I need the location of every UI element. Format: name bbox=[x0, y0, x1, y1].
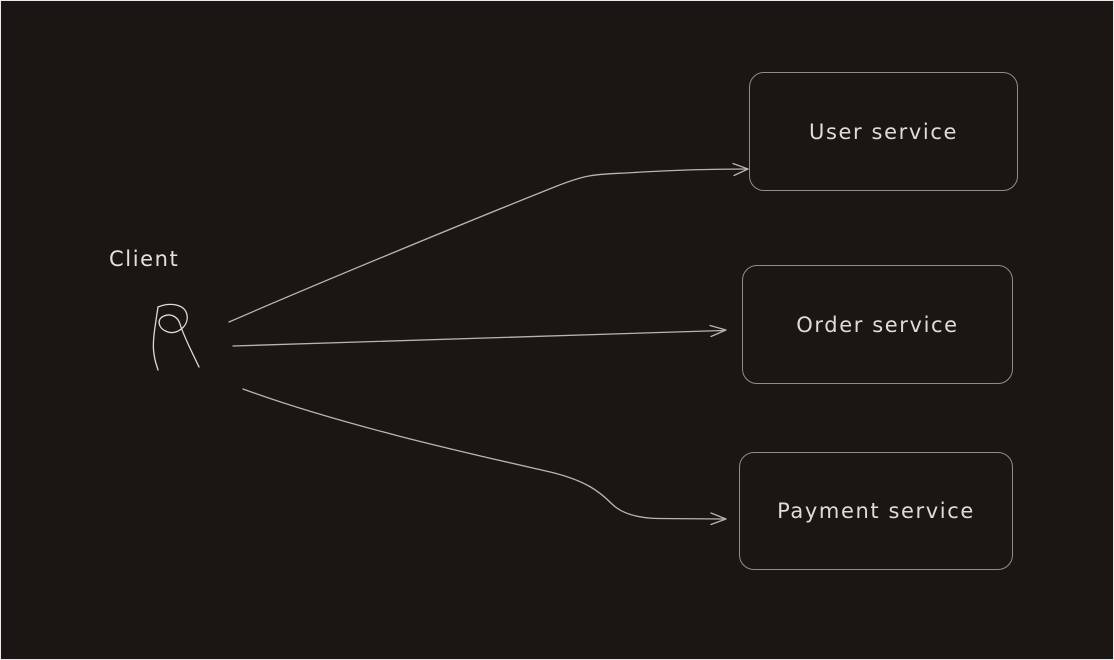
node-user-service[interactable]: User service bbox=[749, 72, 1018, 191]
order-service-label: Order service bbox=[796, 312, 959, 337]
arrow-client-to-order-service[interactable] bbox=[232, 324, 727, 347]
client-label[interactable]: Client bbox=[109, 247, 180, 271]
payment-service-label: Payment service bbox=[777, 499, 975, 523]
arrow-client-to-payment-service[interactable] bbox=[242, 388, 727, 526]
arrow-client-to-user-service[interactable] bbox=[228, 162, 749, 323]
user-service-label: User service bbox=[809, 119, 958, 144]
node-payment-service[interactable]: Payment service bbox=[739, 452, 1013, 570]
person-scribble-icon[interactable] bbox=[152, 303, 200, 371]
node-order-service[interactable]: Order service bbox=[742, 265, 1013, 384]
